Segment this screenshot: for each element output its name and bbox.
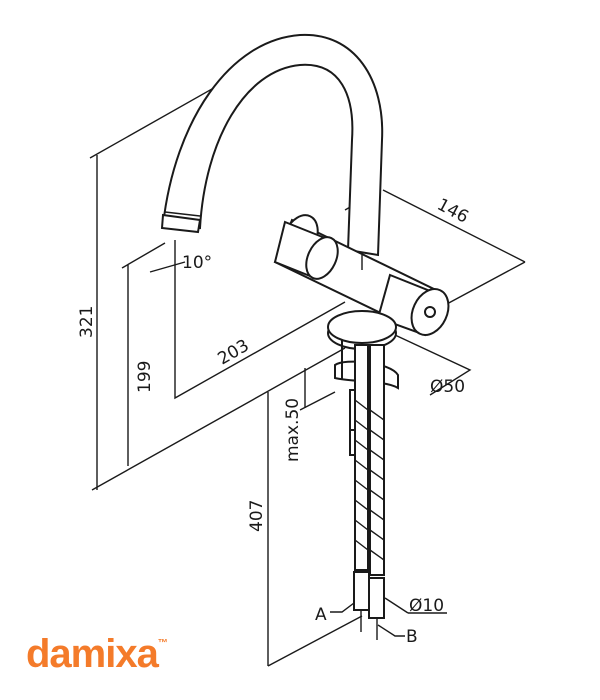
label-a: A [315, 605, 327, 625]
dim-hose-length: 407 [247, 500, 267, 532]
logo-text: damixa [26, 632, 159, 676]
dimension-lines [89, 54, 526, 667]
dim-angle: 10° [182, 253, 212, 273]
logo-trademark: ™ [157, 638, 168, 649]
hoses [353, 344, 385, 640]
dim-diameter-base: Ø50 [430, 377, 465, 397]
dim-height-spout: 199 [135, 361, 155, 393]
dim-height-total: 321 [77, 306, 97, 338]
dim-max-thickness: max.50 [283, 398, 303, 462]
dim-hose-diameter: Ø10 [409, 596, 444, 616]
dim-body-length: 146 [434, 195, 472, 228]
mixer-body [273, 214, 450, 337]
label-b: B [406, 627, 418, 647]
damixa-logo: damixa™ [26, 632, 168, 677]
spout [160, 33, 384, 257]
